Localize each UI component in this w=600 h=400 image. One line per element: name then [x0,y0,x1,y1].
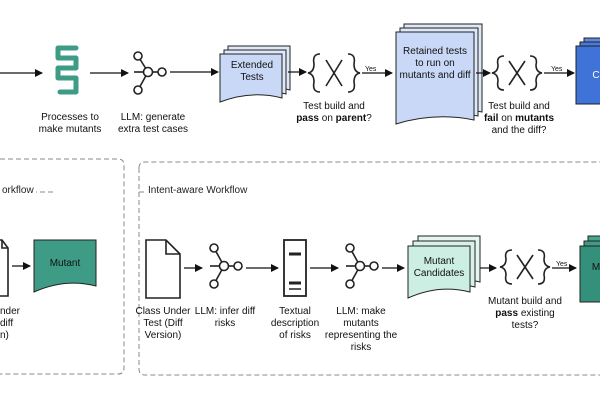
check2-label-mutants: mutants [515,113,555,124]
retained-tests-text: Retained tests to run on mutants and dif… [399,46,471,81]
llm-generate-network-icon [133,51,167,95]
top-right-partial-text: C [592,70,600,81]
left-workflow-title: orkflow [0,185,36,197]
llm-generate-label: LLM: generate extra test cases [117,112,189,135]
left-workflow-box [0,158,125,375]
check3-label: Mutant build and pass existing tests? [480,296,570,332]
check1-label-line1: Test build and [303,101,365,112]
extended-tests-text: Extended Tests [230,60,274,83]
check1-braces-x-icon [307,53,361,93]
check2-label-fail: fail [483,113,499,124]
mutant-candidates-text: Mutant Candidates [413,256,465,279]
intent-workflow-box [138,161,600,376]
top-right-partial-node [575,37,600,105]
retained-tests-node [395,23,483,125]
check2-label-diff: and the diff? [491,125,547,136]
check3-braces-x-icon [499,249,551,285]
check1-label-parent: parent [335,113,367,124]
bottom-right-partial-text: M [591,262,600,273]
check3-label-rest: existing tests? [511,308,555,331]
check1-label-pass: pass [296,113,319,124]
bottom-right-partial-node [579,235,600,303]
check3-label-pass: pass [495,308,519,319]
left-mutant-text: Mutant [49,258,81,269]
textual-description-icon [283,239,307,297]
check3-label-line1: Mutant build and [488,296,562,307]
mutant-process-icon [55,45,79,95]
left-mutant-node [33,239,97,293]
extended-tests-node [219,45,291,103]
class-under-test-label: Class Under Test (Diff Version) [135,306,191,341]
check1-label-on: on [318,113,336,124]
llm-make-label: LLM: make mutants representing the risks [324,306,398,353]
check1-label: Test build and pass on parent? [290,101,378,125]
left-partial-document-icon [0,239,9,297]
llm-infer-label: LLM: infer diff risks [194,306,256,329]
llm-infer-network-icon [209,243,243,289]
textual-description-label: Textual description of risks [270,306,320,341]
yes-label-1: Yes [365,66,377,73]
check2-label: Test build and fail on mutants and the d… [474,101,564,137]
llm-make-network-icon [345,243,379,289]
yes-label-2: Yes [551,66,563,73]
class-under-test-document-icon [145,239,181,299]
intent-workflow-title: Intent-aware Workflow [146,185,250,197]
check2-braces-x-icon [491,55,543,91]
check2-label-on: on [498,113,516,124]
yes-label-3: Yes [556,261,568,268]
left-partial-label: nder diff n) [0,306,21,341]
mutant-candidates-node [407,235,481,299]
mutant-process-label: Processes to make mutants [38,112,102,135]
check1-label-qmark: ? [366,113,372,124]
check2-label-line1: Test build and [488,101,550,112]
